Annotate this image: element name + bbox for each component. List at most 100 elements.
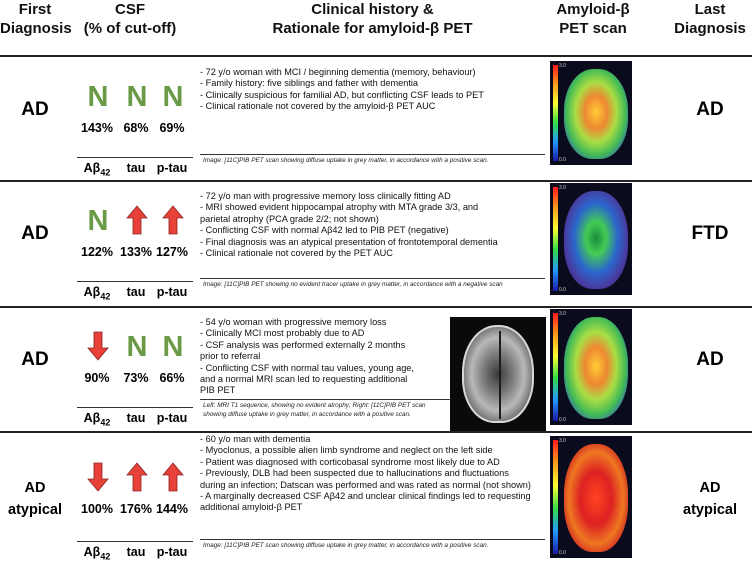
first-diagnosis: AD [21,223,49,244]
csf-percent: 144% [156,502,188,516]
mri-brain [462,325,534,423]
last-diagnosis: FTD [691,223,729,244]
history-line: - Family history: five siblings and fath… [200,78,419,89]
history-line: - 72 y/o man with progressive memory los… [200,191,451,201]
csf-marker-label: p-tau [156,161,188,175]
csf-marker-label: tau [126,285,146,299]
history-line: - Clinical rationale not covered by the … [200,101,436,112]
history-line: - Final diagnosis was an atypical presen… [200,236,498,247]
header-first-diagnosis: First Diagnosis [0,0,72,38]
pet-brain [564,69,628,159]
csf-marker-label: tau [126,161,146,175]
header-first-diagnosis-line2: Diagnosis [0,20,72,37]
csf-percent: 133% [120,245,152,259]
header-last-diagnosis-line1: Last [694,1,726,18]
csf-marker-label: Aβ42 [83,411,111,428]
history-line: - A marginally decreased CSF Aβ42 and un… [200,491,531,502]
csf-label-divider [77,541,193,542]
image-caption: Image: [11C]PIB PET showing no evident t… [203,281,503,290]
clinical-history: - 72 y/o man with progressive memory los… [200,191,545,259]
csf-marker-label: Aβ42 [83,545,111,562]
pet-scale-max: 3.0 [559,63,566,69]
last-diagnosis: AD [696,348,724,370]
history-line: prior to referral [200,351,261,362]
pet-color-scale [553,187,558,291]
image-caption: Image: [11C]PIB PET scan showing diffuse… [203,157,488,166]
history-line: PIB PET [200,385,236,396]
first-diagnosis: AD [21,348,49,370]
increased-arrow-icon [117,462,157,494]
caption-line: showing diffuse uptake in grey matter, i… [203,410,411,418]
pet-scale-max: 3.0 [559,438,566,444]
csf-marker-label: tau [126,411,146,425]
pet-scale-min: 0.0 [559,157,566,163]
header-pet-line1: Amyloid-β [556,1,630,18]
header-csf: CSF (% of cut-off) [70,0,190,38]
normal-marker: N [87,205,109,237]
row-separator [0,431,752,433]
history-line: - Patient was diagnosed with corticobasa… [200,456,500,467]
history-line: - Clinical rationale not covered by the … [200,248,393,259]
caption-line: Left: MRI T1 sequence, showing no eviden… [203,402,426,409]
csf-marker-label: p-tau [156,285,188,299]
header-last-diagnosis: Last Diagnosis [668,0,752,38]
pet-scale-max: 3.0 [559,185,566,191]
clinical-history: - 54 y/o woman with progressive memory l… [200,317,448,397]
history-line: - CSF analysis was performed externally … [200,339,406,350]
header-csf-line1: CSF [115,1,145,18]
pet-scan-image: 3.0 0.0 [550,61,632,165]
clinical-history: - 72 y/o woman with MCI / beginning deme… [200,67,545,113]
csf-percent: 127% [156,245,188,259]
csf-marker-label: tau [126,545,146,559]
history-line: - MRI showed evident hippocampal atrophy… [200,202,479,213]
image-caption: Image: [11C]PIB PET scan showing diffuse… [203,542,488,551]
header-clinical-line2: Rationale for amyloid-β PET [272,20,473,37]
csf-label-divider [77,407,193,408]
pet-scan-image: 3.0 0.0 [550,309,632,425]
csf-marker-label: p-tau [156,411,188,425]
normal-marker: N [162,81,184,113]
row-separator [0,306,752,308]
increased-arrow-icon [117,205,157,237]
pet-scale-min: 0.0 [559,550,566,556]
history-line: - Conflicting CSF with normal Aβ42 led t… [200,225,449,236]
history-line: - 72 y/o woman with MCI / beginning deme… [200,67,476,77]
csf-percent: 66% [159,371,185,385]
history-line: - Myoclonus, a possible alien limb syndr… [200,445,493,456]
csf-percent: 90% [84,371,110,385]
header-last-diagnosis-line2: Diagnosis [674,20,746,37]
history-line: - 54 y/o woman with progressive memory l… [200,317,387,327]
csf-percent: 122% [81,245,113,259]
pet-brain [564,444,628,552]
row-separator [0,180,752,182]
csf-percent: 100% [81,502,113,516]
history-line: - Conflicting CSF with normal tau values… [200,362,414,373]
pet-scale-min: 0.0 [559,287,566,293]
csf-percent: 176% [120,502,152,516]
decreased-arrow-icon [78,462,118,494]
caption-divider [200,539,545,540]
normal-marker: N [87,81,109,113]
caption-line: Image: [11C]PIB PET showing no evident t… [203,281,503,288]
pet-scale-min: 0.0 [559,417,566,423]
csf-label-divider [77,281,193,282]
history-line: additional amyloid-β PET [200,502,303,513]
last-diagnosis: AD atypical [683,480,737,518]
history-line: during an infection; Datscan was perform… [200,479,531,490]
history-line: parietal atrophy (PCA grade 2/2; not sho… [200,213,379,224]
pet-color-scale [553,440,558,554]
decreased-arrow-icon [78,331,118,363]
pet-scan-image: 3.0 0.0 [550,436,632,558]
csf-percent: 68% [123,121,149,135]
pet-scale-max: 3.0 [559,311,566,317]
header-clinical: Clinical history & Rationale for amyloid… [200,0,545,38]
csf-label-divider [77,157,193,158]
normal-marker: N [126,331,148,363]
header-pet: Amyloid-β PET scan [548,0,638,38]
csf-percent: 143% [81,121,113,135]
history-line: - Clinically MCI most probably due to AD [200,328,365,339]
